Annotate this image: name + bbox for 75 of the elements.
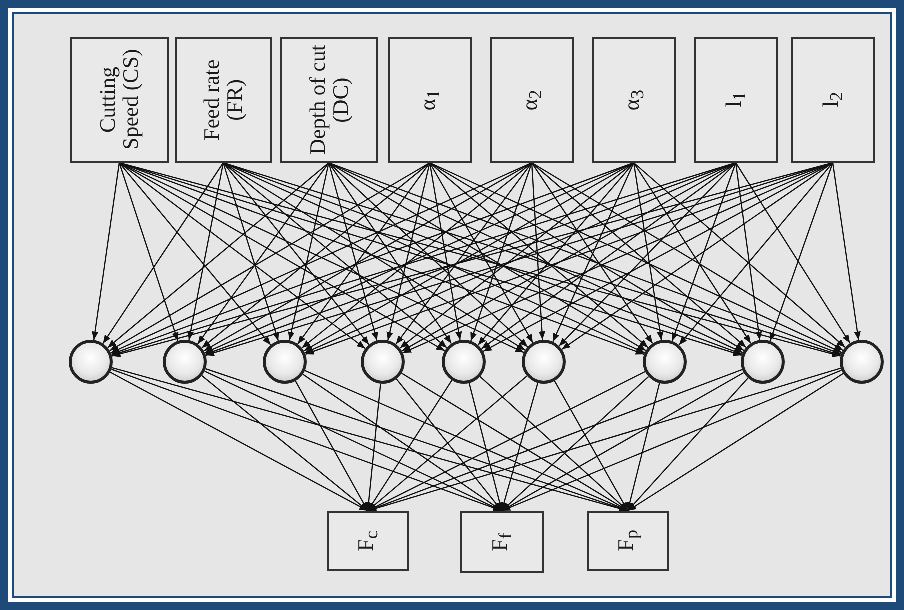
arrow	[502, 376, 650, 512]
arrow	[554, 380, 629, 512]
arrow	[634, 162, 846, 348]
arrow	[430, 162, 649, 348]
arrow	[678, 162, 834, 346]
arrow	[736, 162, 851, 344]
arrow	[832, 162, 861, 340]
input-box	[175, 37, 272, 163]
arrow	[119, 162, 272, 346]
neuron-circle	[643, 340, 687, 384]
neuron-circle	[442, 340, 486, 384]
arrow	[197, 162, 330, 345]
input-box	[490, 37, 574, 163]
arrow	[202, 162, 430, 349]
arrow	[532, 162, 747, 348]
arrow	[295, 380, 369, 512]
arrow	[502, 370, 842, 512]
arrow	[400, 162, 634, 349]
neuron-circle	[163, 340, 207, 384]
output-box	[327, 511, 409, 571]
arrow	[634, 162, 752, 344]
input-box	[592, 37, 676, 163]
arrow	[770, 162, 834, 342]
arrow	[396, 162, 532, 345]
arrow	[366, 384, 382, 512]
input-box	[70, 37, 169, 163]
arrow	[531, 162, 546, 340]
arrow	[429, 162, 534, 344]
arrow	[188, 162, 224, 341]
input-label: Feed rate (FR)	[200, 58, 247, 143]
input-label: Cutting Speed (CS)	[96, 48, 143, 152]
arrow	[368, 380, 453, 512]
arrow	[481, 162, 736, 350]
arrow	[532, 162, 654, 344]
input-box	[791, 37, 875, 163]
arrow	[119, 162, 366, 350]
arrow	[501, 383, 539, 512]
arrow	[672, 162, 737, 342]
arrow	[470, 162, 533, 342]
arrow	[468, 383, 504, 512]
arrow	[552, 162, 635, 342]
neuron-circle	[263, 340, 307, 384]
arrow	[223, 162, 448, 348]
input-box	[694, 37, 778, 163]
arrow	[626, 383, 660, 512]
arrow	[633, 162, 664, 340]
arrow	[396, 378, 502, 512]
arrow	[478, 162, 634, 346]
input-label: Depth of cut (DC)	[306, 44, 352, 156]
input-box	[388, 37, 472, 163]
arrow	[328, 162, 452, 344]
arrow	[222, 162, 280, 342]
neuron-circle	[522, 340, 566, 384]
arrow	[92, 162, 120, 340]
arrow	[108, 162, 330, 348]
arrow	[288, 162, 330, 341]
arrow	[386, 162, 431, 341]
arrow	[328, 162, 378, 341]
neuron-circle	[361, 340, 405, 384]
arrow	[110, 372, 368, 512]
arrow	[628, 378, 749, 512]
arrow	[735, 162, 762, 340]
output-box	[460, 511, 544, 573]
arrow	[298, 162, 430, 345]
arrow	[223, 162, 370, 346]
input-box	[280, 37, 378, 163]
arrow	[628, 373, 844, 512]
arrow	[102, 162, 224, 344]
neuron-circle	[741, 340, 785, 384]
neuron-circle	[69, 340, 113, 384]
neuron-circle	[840, 340, 884, 384]
arrow	[429, 162, 462, 340]
output-box	[587, 511, 669, 571]
arrow	[118, 162, 179, 342]
arrow	[558, 162, 736, 347]
